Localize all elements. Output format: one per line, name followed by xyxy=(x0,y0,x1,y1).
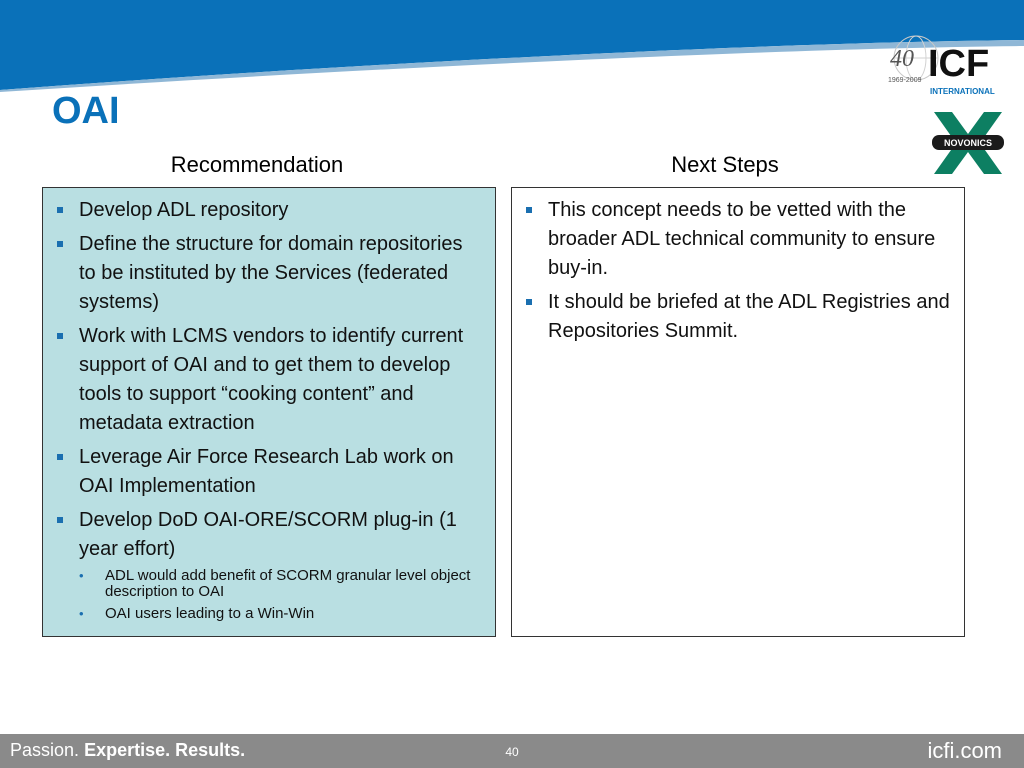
list-item: It should be briefed at the ADL Registri… xyxy=(524,288,952,346)
sub-list-item-text: OAI users leading to a Win-Win xyxy=(105,605,315,622)
list-item-text: It should be briefed at the ADL Registri… xyxy=(548,291,950,342)
list-item-text: Define the structure for domain reposito… xyxy=(79,233,463,313)
square-bullet-icon xyxy=(57,207,63,213)
list-item-text: Develop DoD OAI-ORE/SCORM plug-in (1 yea… xyxy=(79,509,457,560)
website-label: icfi.com xyxy=(927,738,1002,763)
list-item-text: Develop ADL repository xyxy=(79,199,289,221)
list-item: Work with LCMS vendors to identify curre… xyxy=(55,322,483,438)
icf-sub-text: INTERNATIONAL xyxy=(930,87,995,96)
header-band xyxy=(0,0,1024,92)
list-item-text: Leverage Air Force Research Lab work on … xyxy=(79,446,454,497)
square-bullet-icon xyxy=(57,241,63,247)
dot-bullet-icon: • xyxy=(79,568,84,583)
novonics-logo-text: NOVONICS xyxy=(944,138,992,148)
list-item-text: This concept needs to be vetted with the… xyxy=(548,199,936,279)
sub-list-item: • ADL would add benefit of SCORM granular… xyxy=(79,568,483,600)
square-bullet-icon xyxy=(526,207,532,213)
footer-bar: Passion. Expertise. Results. 40 icfi.com xyxy=(0,734,1024,768)
icf-anniversary-text: 40 xyxy=(890,46,914,72)
sub-list: • ADL would add benefit of SCORM granular… xyxy=(79,568,483,622)
list-item: This concept needs to be vetted with the… xyxy=(524,196,952,283)
sub-list-item: • OAI users leading to a Win-Win xyxy=(79,606,483,622)
square-bullet-icon xyxy=(57,517,63,523)
square-bullet-icon xyxy=(57,454,63,460)
next-steps-heading: Next Steps xyxy=(671,152,779,177)
square-bullet-icon xyxy=(57,333,63,339)
recommendation-panel: Develop ADL repository Define the struct… xyxy=(42,187,496,637)
square-bullet-icon xyxy=(526,299,532,305)
next-steps-list: This concept needs to be vetted with the… xyxy=(524,196,952,346)
icf-logo: 40 1969-2009 ICF INTERNATIONAL xyxy=(888,35,995,96)
sub-list-item-text: ADL would add benefit of SCORM granular … xyxy=(105,567,471,600)
icf-years-text: 1969-2009 xyxy=(888,77,922,84)
tagline-passion: Passion. xyxy=(10,740,80,760)
novonics-logo: NOVONICS xyxy=(932,112,1004,174)
list-item: Develop DoD OAI-ORE/SCORM plug-in (1 yea… xyxy=(55,506,483,622)
list-item: Leverage Air Force Research Lab work on … xyxy=(55,443,483,501)
slide-title: OAI xyxy=(52,90,120,132)
dot-bullet-icon: • xyxy=(79,606,84,621)
tagline-expertise: Expertise. xyxy=(84,740,171,760)
next-steps-panel: This concept needs to be vetted with the… xyxy=(511,187,965,637)
page-number: 40 xyxy=(505,745,519,759)
list-item-text: Work with LCMS vendors to identify curre… xyxy=(79,325,464,434)
list-item: Develop ADL repository xyxy=(55,196,483,225)
recommendation-list: Develop ADL repository Define the struct… xyxy=(55,196,483,622)
tagline-results: Results. xyxy=(175,740,246,760)
recommendation-heading: Recommendation xyxy=(170,152,344,177)
footer-tagline: Passion. Expertise. Results. xyxy=(10,740,245,761)
list-item: Define the structure for domain reposito… xyxy=(55,230,483,317)
icf-name-text: ICF xyxy=(928,43,989,85)
